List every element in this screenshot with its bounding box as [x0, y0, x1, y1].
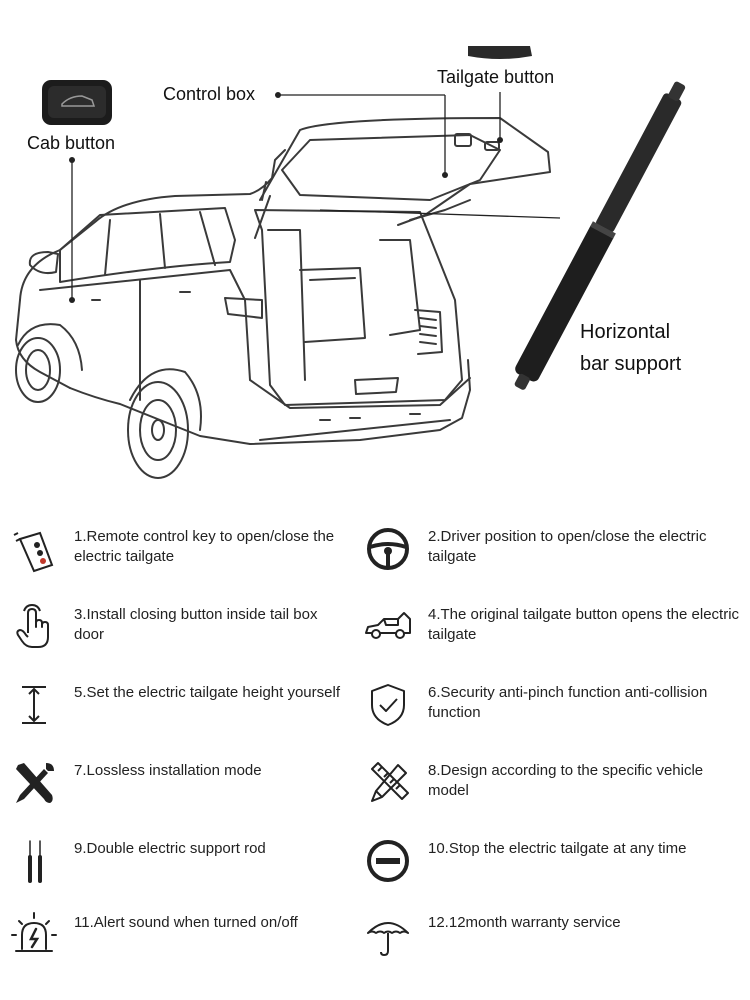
feature-text: 1.Remote control key to open/close the e…: [74, 528, 335, 565]
feature-item: 6.Security anti-pinch function anti-coll…: [362, 679, 750, 731]
support-label: Horizontal bar support: [580, 316, 720, 380]
strut-device: [514, 81, 686, 390]
feature-item: 1.Remote control key to open/close the e…: [8, 523, 348, 575]
support-label-line1: Horizontal: [580, 321, 671, 343]
wrench-screwdriver-icon: [8, 757, 60, 809]
pencil-ruler-icon: [362, 757, 414, 809]
height-arrow-icon: [8, 679, 60, 731]
shield-check-icon: [362, 679, 414, 731]
feature-text: 10.Stop the electric tailgate at any tim…: [428, 840, 687, 857]
feature-text: 7.Lossless installation mode: [74, 762, 262, 779]
cab-button-device: [42, 80, 112, 125]
feature-item: 10.Stop the electric tailgate at any tim…: [362, 835, 742, 887]
product-illustration: Control box Tailgate button Cab button H…: [15, 46, 720, 479]
feature-text: 5.Set the electric tailgate height yours…: [74, 684, 340, 701]
feature-text: 6.Security anti-pinch function anti-coll…: [428, 684, 708, 721]
feature-item: 7.Lossless installation mode: [8, 757, 348, 809]
alarm-light-icon: [8, 909, 60, 961]
hand-tap-icon: [8, 601, 60, 653]
feature-text: 4.The original tailgate button opens the…: [428, 606, 740, 643]
feature-item: 12.12month warranty service: [362, 909, 742, 961]
tailgate-button-label: Tailgate button: [437, 67, 555, 87]
feature-text: 12.12month warranty service: [428, 914, 621, 931]
car-outline-icon: [362, 601, 414, 653]
feature-item: 3.Install closing button inside tail box…: [8, 601, 348, 653]
tailgate-button-device: [468, 46, 532, 59]
steering-wheel-icon: [362, 523, 414, 575]
suv-line-drawing: [15, 46, 686, 479]
double-rod-icon: [8, 835, 60, 887]
umbrella-icon: [362, 909, 414, 961]
feature-item: 2.Driver position to open/close the elec…: [362, 523, 742, 575]
feature-text: 2.Driver position to open/close the elec…: [428, 528, 707, 565]
feature-list: 1.Remote control key to open/close the e…: [0, 505, 750, 995]
stop-minus-icon: [362, 835, 414, 887]
feature-item: 4.The original tailgate button opens the…: [362, 601, 742, 653]
feature-item: 9.Double electric support rod: [8, 835, 348, 887]
feature-text: 8.Design according to the specific vehic…: [428, 762, 704, 799]
feature-item: 8.Design according to the specific vehic…: [362, 757, 742, 809]
support-label-line2: bar support: [580, 353, 682, 375]
cab-button-label: Cab button: [27, 133, 116, 153]
remote-key-icon: [8, 523, 60, 575]
feature-text: 11.Alert sound when turned on/off: [74, 914, 298, 931]
feature-text: 9.Double electric support rod: [74, 840, 266, 857]
feature-item: 11.Alert sound when turned on/off: [8, 909, 348, 961]
feature-text: 3.Install closing button inside tail box…: [74, 606, 318, 643]
control-box-label: Control box: [163, 84, 256, 104]
feature-item: 5.Set the electric tailgate height yours…: [8, 679, 348, 731]
